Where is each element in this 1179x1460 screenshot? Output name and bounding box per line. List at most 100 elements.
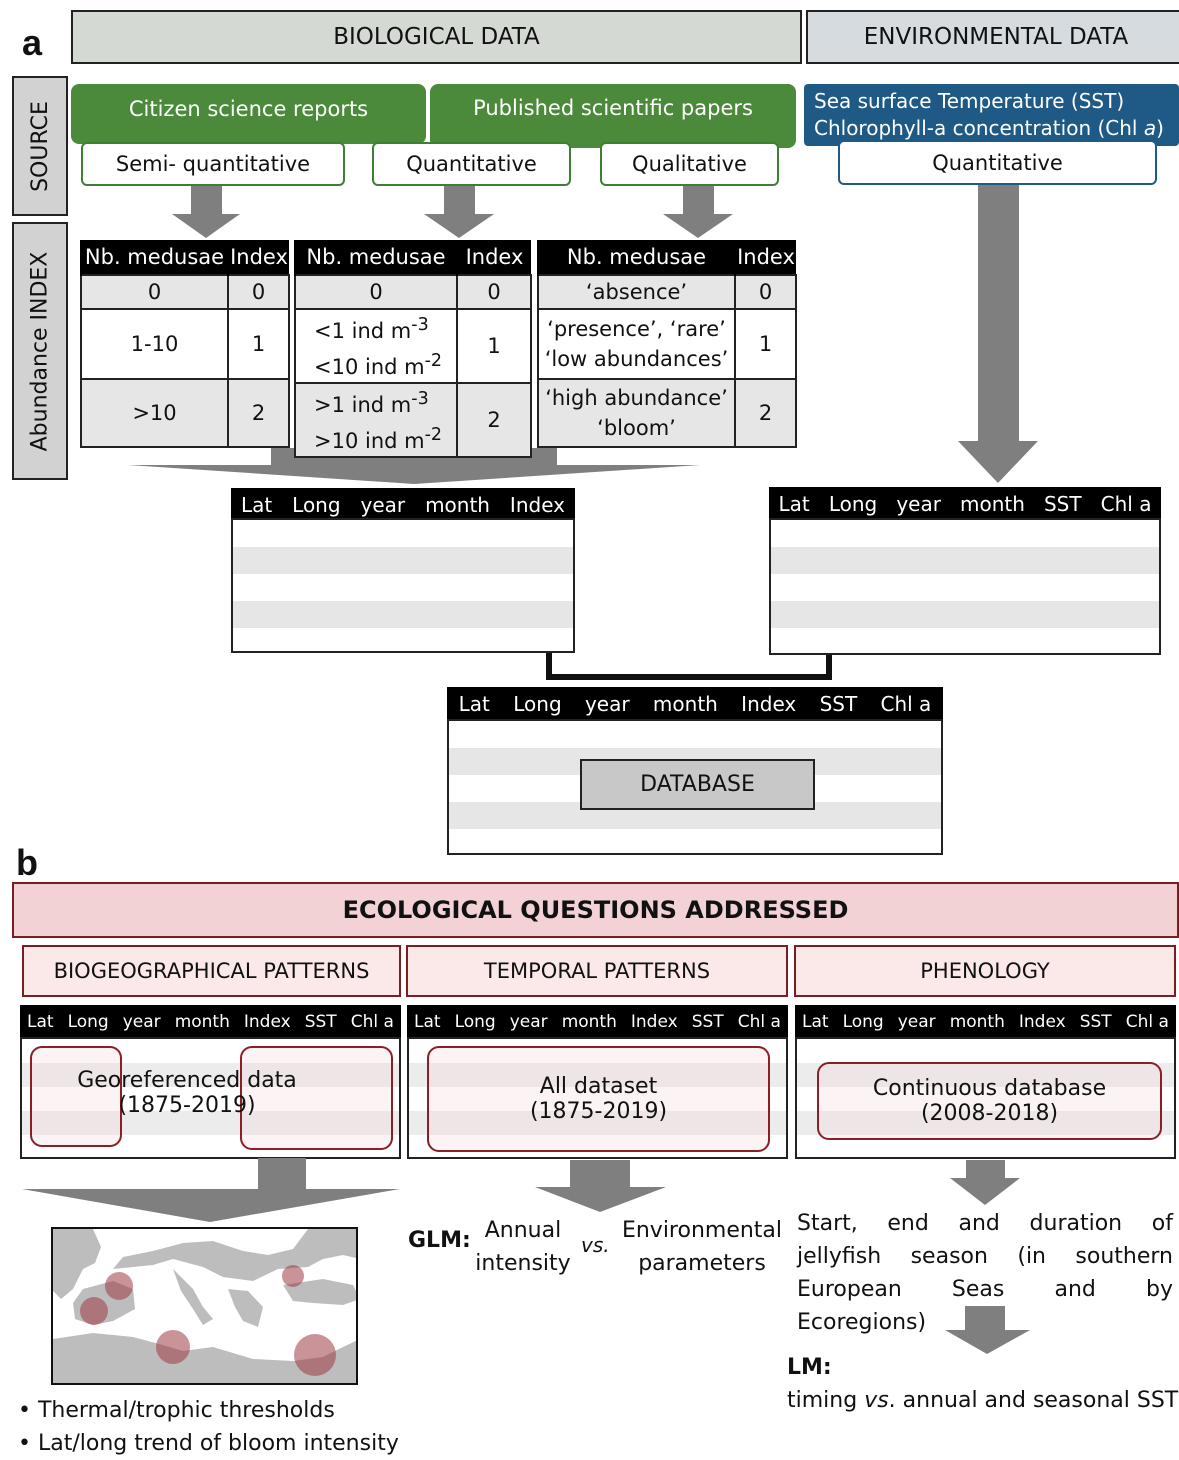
- col-header: Long: [292, 493, 341, 517]
- environmental-data-header: ENVIRONMENTAL DATA: [806, 10, 1179, 64]
- ecological-questions-title: ECOLOGICAL QUESTIONS ADDRESSED: [12, 882, 1179, 938]
- table-cell: 1-10: [80, 308, 229, 380]
- col-header: SST: [304, 1012, 337, 1032]
- arrow-qual-down: [663, 186, 733, 238]
- table-cell: 0: [734, 274, 797, 310]
- table-cell: 0: [227, 274, 290, 310]
- col-header: month: [561, 1012, 617, 1032]
- table-cell: ‘presence’, ‘rare’‘low abundances’: [537, 308, 736, 380]
- col-header: Long: [513, 692, 562, 716]
- temporal-mini-body: [407, 1037, 788, 1159]
- col-header: Lat: [240, 493, 273, 517]
- arrow-env-down: [958, 185, 1038, 483]
- col-header: Long: [67, 1012, 109, 1032]
- chla-source-label: Chlorophyll-a concentration (Chl a): [814, 116, 1164, 140]
- arrow-quant-down: [424, 186, 494, 238]
- col-header: Chl a: [880, 692, 932, 716]
- col-header: month: [425, 493, 490, 517]
- bio-table-body: [231, 518, 575, 653]
- col-header: year: [584, 692, 630, 716]
- citizen-science-source: Citizen science reports: [71, 84, 426, 144]
- arrow-semi-down: [172, 186, 240, 238]
- glm-right-line2: parameters: [638, 1251, 766, 1276]
- table-cell: 0: [80, 274, 229, 310]
- table-cell: 2: [227, 378, 290, 448]
- biogeo-box-line2: (1875-2019): [118, 1093, 256, 1118]
- col-header: Index: [741, 692, 797, 716]
- bullet-item: • Lat/long trend of bloom intensity: [18, 1431, 399, 1456]
- published-papers-source: Published scientific papers: [430, 84, 796, 148]
- table-header: Nb. medusae: [80, 240, 228, 275]
- glm-right: Environmental parameters: [620, 1214, 784, 1280]
- col-header: month: [174, 1012, 230, 1032]
- land-italy: [173, 1269, 213, 1325]
- biogeo-bullets: • Thermal/trophic thresholds • Lat/long …: [18, 1394, 399, 1460]
- col-header: SST: [819, 692, 858, 716]
- biogeographical-patterns-header: BIOGEOGRAPHICAL PATTERNS: [22, 945, 401, 997]
- table-cell: >10: [80, 378, 229, 448]
- col-header: month: [949, 1012, 1005, 1032]
- all-dataset-line1: All dataset: [539, 1074, 658, 1099]
- table-header: Index: [456, 240, 531, 275]
- table-header: Index: [734, 240, 796, 275]
- table-cell: <1 ind m-3<10 ind m-2: [294, 308, 458, 384]
- col-header: Index: [630, 1012, 678, 1032]
- table-cell: >1 ind m-3>10 ind m-2: [294, 382, 458, 458]
- temporal-mini-header: Lat Long year month Index SST Chl a: [407, 1005, 788, 1039]
- table-cell: ‘high abundance’‘bloom’: [537, 378, 736, 448]
- table-header: Index: [227, 240, 289, 275]
- index-highlight: [240, 1046, 393, 1150]
- temporal-patterns-header: TEMPORAL PATTERNS: [406, 945, 788, 997]
- map-drawing: [53, 1229, 356, 1383]
- col-header: year: [509, 1012, 548, 1032]
- mediterranean-map: [51, 1227, 358, 1385]
- table-cell: 0: [294, 274, 458, 310]
- panel-b-letter: b: [16, 842, 38, 883]
- semi-quantitative-label: Semi- quantitative: [81, 142, 345, 186]
- lm-description: timing vs. annual and seasonal SST: [787, 1388, 1179, 1413]
- continuous-db-line1: Continuous database: [872, 1076, 1107, 1101]
- glm-right-line1: Environmental: [621, 1218, 783, 1243]
- all-dataset-line2: (1875-2019): [529, 1099, 668, 1124]
- table-cell: 1: [734, 308, 797, 380]
- biogeo-box-text: Georeferenced data (1875-2019): [22, 1058, 352, 1128]
- glm-left: Annual intensity: [472, 1214, 574, 1280]
- biogeo-box-line1: Georeferenced data: [77, 1068, 297, 1093]
- qualitative-label: Qualitative: [600, 142, 779, 186]
- land-north: [113, 1229, 356, 1281]
- col-header: SST: [691, 1012, 724, 1032]
- arrow-merge-bio: [128, 448, 700, 484]
- source-label: SOURCE: [12, 76, 68, 216]
- bloom-marker: [294, 1334, 336, 1376]
- join-bracket: [546, 652, 832, 680]
- glm-label: GLM:: [408, 1228, 471, 1253]
- col-header: Chl a: [737, 1012, 781, 1032]
- bloom-marker: [282, 1265, 304, 1287]
- col-header: Long: [454, 1012, 496, 1032]
- land-west: [53, 1229, 101, 1299]
- col-header: Index: [243, 1012, 291, 1032]
- table-cell: 1: [456, 308, 532, 384]
- database-label: DATABASE: [580, 759, 815, 810]
- col-header: Lat: [27, 1012, 54, 1032]
- bloom-marker: [156, 1330, 190, 1364]
- land-africa: [53, 1333, 356, 1383]
- col-header: year: [896, 492, 941, 516]
- table-cell: 2: [734, 378, 797, 448]
- col-header: Lat: [414, 1012, 441, 1032]
- table-cell: 1: [227, 308, 290, 380]
- continuous-database-box: Continuous database (2008-2018): [817, 1062, 1162, 1140]
- col-header: month: [960, 492, 1025, 516]
- database-table-header: Lat Long year month Index SST Chl a: [447, 687, 943, 721]
- col-header: Chl a: [1100, 492, 1152, 516]
- all-dataset-box: All dataset (1875-2019): [427, 1046, 770, 1152]
- land-anatolia: [283, 1279, 356, 1305]
- col-header: SST: [1043, 492, 1082, 516]
- panel-b-arrows: [22, 1158, 1030, 1354]
- phenology-description: Start, end and duration of jellyfish sea…: [797, 1211, 1173, 1335]
- bloom-marker: [80, 1297, 108, 1325]
